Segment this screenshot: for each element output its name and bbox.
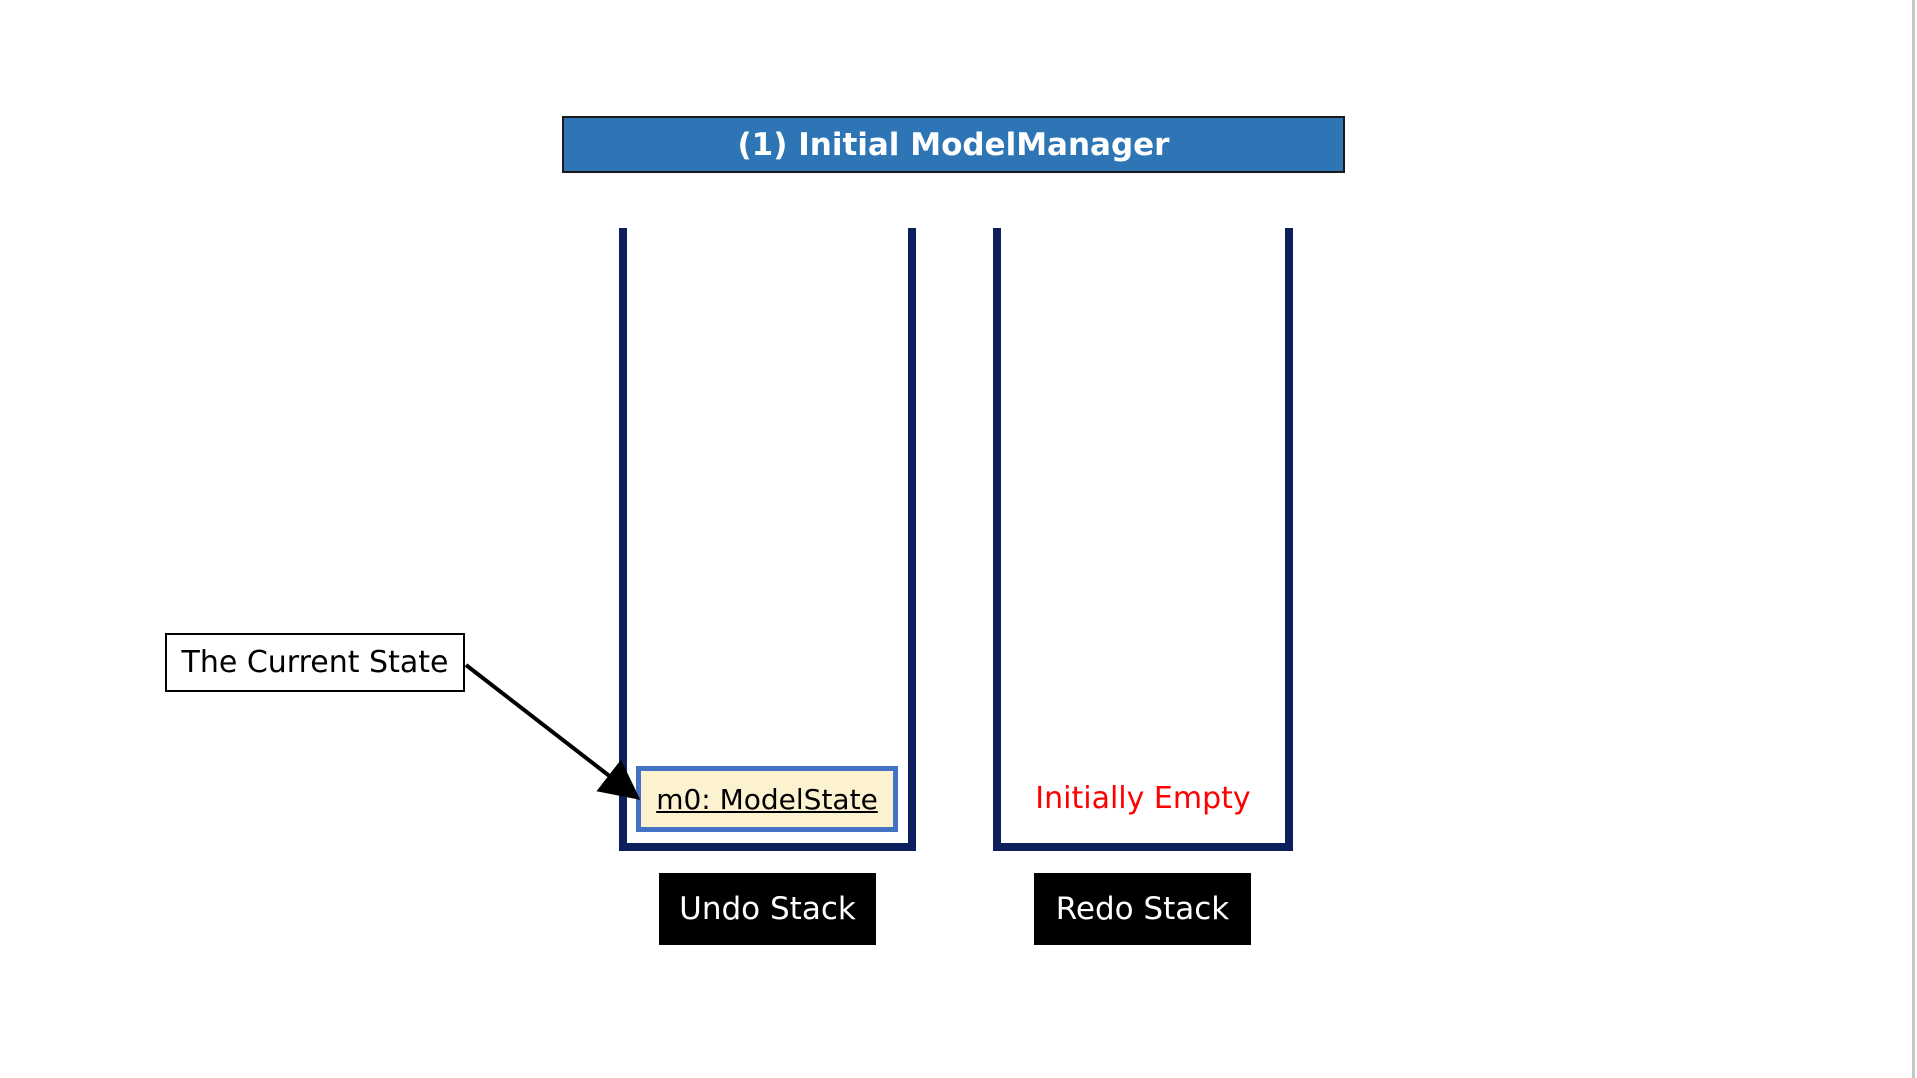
callout-text: The Current State [181,645,449,680]
undo-stack-container [619,228,916,851]
undo-stack-label-text: Undo Stack [679,891,856,927]
arrow-line [464,663,641,800]
model-state-label: m0: ModelState [656,782,878,816]
current-state-callout: The Current State [165,633,465,692]
diagram-title-text: (1) Initial ModelManager [737,126,1170,163]
redo-stack-empty-note: Initially Empty [1001,770,1285,826]
redo-stack-label: Redo Stack [1034,873,1251,945]
slide-edge [1912,0,1915,1078]
diagram-title: (1) Initial ModelManager [562,116,1345,173]
redo-stack-container [993,228,1293,851]
redo-stack-label-text: Redo Stack [1055,891,1230,927]
model-state-m0: m0: ModelState [636,766,898,832]
undo-stack-label: Undo Stack [659,873,876,945]
empty-note-text: Initially Empty [1035,780,1251,816]
